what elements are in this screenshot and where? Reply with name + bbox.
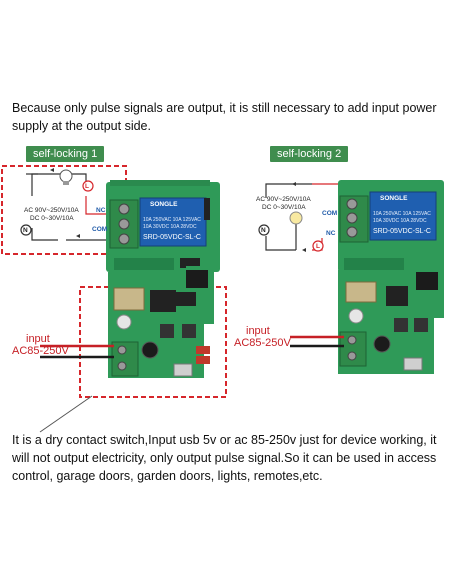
neutral-label: N [23,227,28,234]
live-terminal-icon [312,240,324,252]
input-word: input [246,325,270,337]
neutral-terminal-icon [20,224,32,236]
live-label: L [85,183,89,190]
live-terminal-icon [82,180,94,192]
com-label: COM [322,210,338,217]
dc-rating-label: DC 0~30V/10A [262,204,306,211]
dc-rating-label: DC 0~30V/10A [30,215,74,222]
left-control-board [108,266,214,378]
neutral-terminal-icon [258,224,270,236]
input-word: input [26,333,50,345]
ac-rating-label: AC 90V~250V/10A [24,207,79,214]
com-label: COM [92,226,108,233]
input-voltage: AC85-250V [234,337,291,349]
right-control-board [338,262,444,374]
relay-brand: SONGLE [150,201,178,208]
relay-brand: SONGLE [380,195,408,202]
nc-label: NC [96,207,106,214]
relay-component [369,191,437,241]
relay-spec-1: 10A 250VAC 10A 125VAC [373,211,431,217]
usb-port [173,363,193,377]
self-locking-1-tag: self-locking 1 [26,146,105,162]
right-input-label: input AC85-250V [234,325,291,349]
ac-rating-label: AC 90V~250V/10A [256,196,311,203]
bulb-icon [289,211,303,225]
relay-spec-2: 10A 30VDC 10A 28VDC [373,218,427,224]
bottom-note: It is a dry contact switch,Input usb 5v … [12,433,437,483]
left-relay-board [106,180,220,272]
neutral-label: N [261,227,266,234]
self-locking-2-tag: self-locking 2 [270,146,349,162]
bulb-icon [59,169,73,185]
relay-component [139,197,207,247]
left-input-label: input AC85-250V [12,333,69,357]
input-voltage: AC85-250V [12,345,69,357]
live-label: L [316,243,320,250]
relay-model: SRD-05VDC-SL-C [143,234,201,241]
relay-model: SRD-05VDC-SL-C [373,228,431,235]
relay-spec-1: 10A 250VAC 10A 125VAC [143,217,201,223]
top-note: Because only pulse signals are output, i… [12,101,437,133]
right-relay-board [338,180,444,272]
nc-label: NC [326,230,336,237]
relay-spec-2: 10A 30VDC 10A 28VDC [143,224,197,230]
usb-port [403,357,423,371]
